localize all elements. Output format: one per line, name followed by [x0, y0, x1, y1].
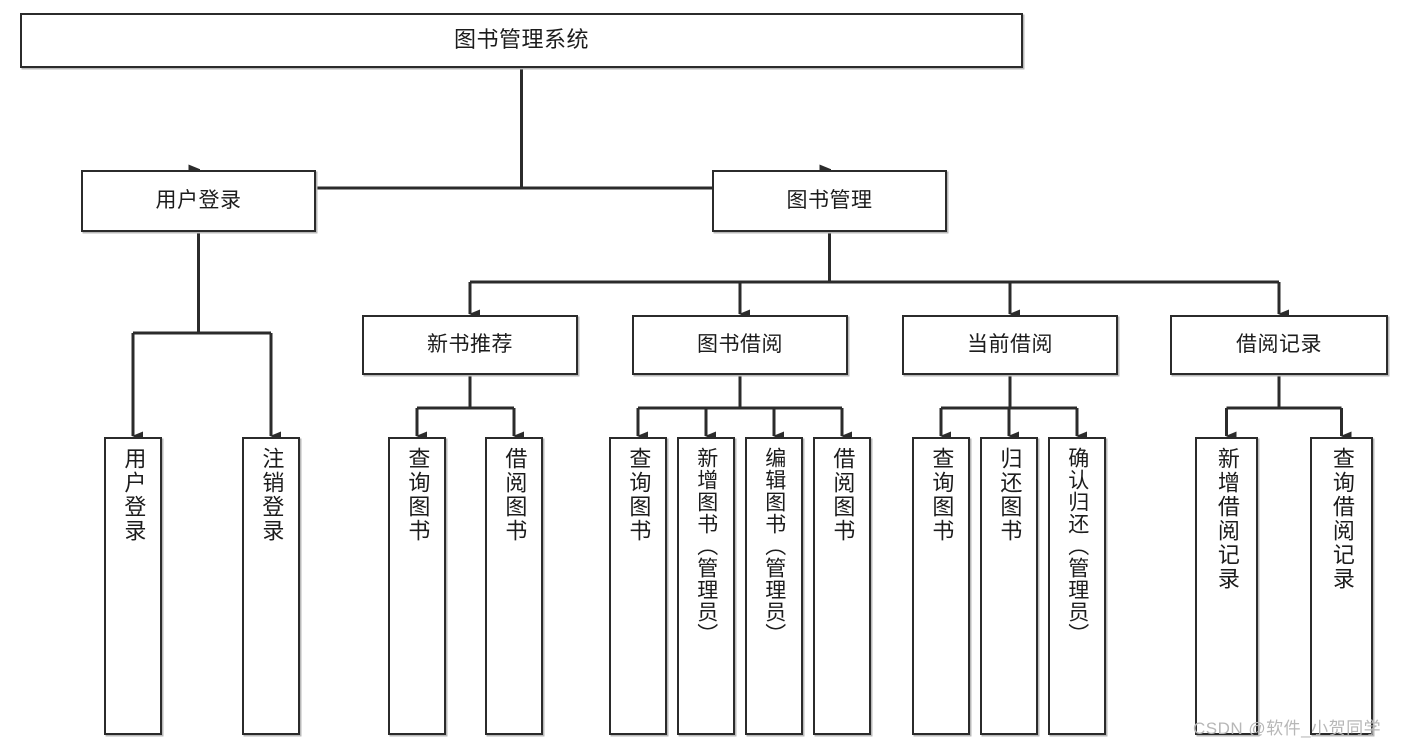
node-user-login[interactable]: 用户登录 [81, 170, 316, 232]
node-leaf-recommend-borrow-book[interactable]: 借阅图书 [485, 437, 543, 735]
node-leaf-logout[interactable]: 注销登录 [242, 437, 300, 735]
node-label: 确认归还（管理员） [1065, 447, 1089, 645]
node-label: 新书推荐 [427, 333, 513, 357]
node-label: 图书借阅 [697, 333, 783, 357]
node-label: 借阅图书 [830, 447, 856, 543]
node-leaf-current-query-book[interactable]: 查询图书 [912, 437, 970, 735]
node-leaf-borrow-edit-book[interactable]: 编辑图书（管理员） [745, 437, 803, 735]
node-leaf-current-confirm-return[interactable]: 确认归还（管理员） [1048, 437, 1106, 735]
node-label: 编辑图书（管理员） [762, 447, 786, 645]
node-leaf-borrow-borrow-book[interactable]: 借阅图书 [813, 437, 871, 735]
node-leaf-record-query[interactable]: 查询借阅记录 [1310, 437, 1373, 735]
watermark: CSDN @软件_小贺同学 [1193, 719, 1382, 738]
node-root[interactable]: 图书管理系统 [20, 13, 1023, 68]
node-label: 查询图书 [405, 447, 431, 543]
node-label: 新增借阅记录 [1214, 447, 1240, 591]
node-label: 查询借阅记录 [1329, 447, 1355, 591]
node-leaf-user-login[interactable]: 用户登录 [104, 437, 162, 735]
node-label: 查询图书 [929, 447, 955, 543]
node-leaf-record-add[interactable]: 新增借阅记录 [1195, 437, 1258, 735]
node-label: 注销登录 [259, 447, 285, 543]
node-label: 归还图书 [997, 447, 1023, 543]
node-label: 用户登录 [121, 447, 147, 543]
node-leaf-recommend-query-book[interactable]: 查询图书 [388, 437, 446, 735]
node-label: 借阅记录 [1236, 333, 1322, 357]
node-leaf-borrow-add-book[interactable]: 新增图书（管理员） [677, 437, 735, 735]
node-book-borrow[interactable]: 图书借阅 [632, 315, 848, 375]
node-label: 用户登录 [155, 189, 242, 213]
node-leaf-current-return-book[interactable]: 归还图书 [980, 437, 1038, 735]
node-label: 查询图书 [626, 447, 652, 543]
node-borrow-record[interactable]: 借阅记录 [1170, 315, 1388, 375]
node-current-borrow[interactable]: 当前借阅 [902, 315, 1118, 375]
node-new-book-recommend[interactable]: 新书推荐 [362, 315, 578, 375]
node-book-manage[interactable]: 图书管理 [712, 170, 947, 232]
node-label: 新增图书（管理员） [694, 447, 718, 645]
node-label: 借阅图书 [502, 447, 528, 543]
node-label: 图书管理系统 [453, 27, 589, 53]
node-label: 当前借阅 [967, 333, 1053, 357]
node-label: 图书管理 [786, 189, 873, 213]
node-leaf-borrow-query-book[interactable]: 查询图书 [609, 437, 667, 735]
